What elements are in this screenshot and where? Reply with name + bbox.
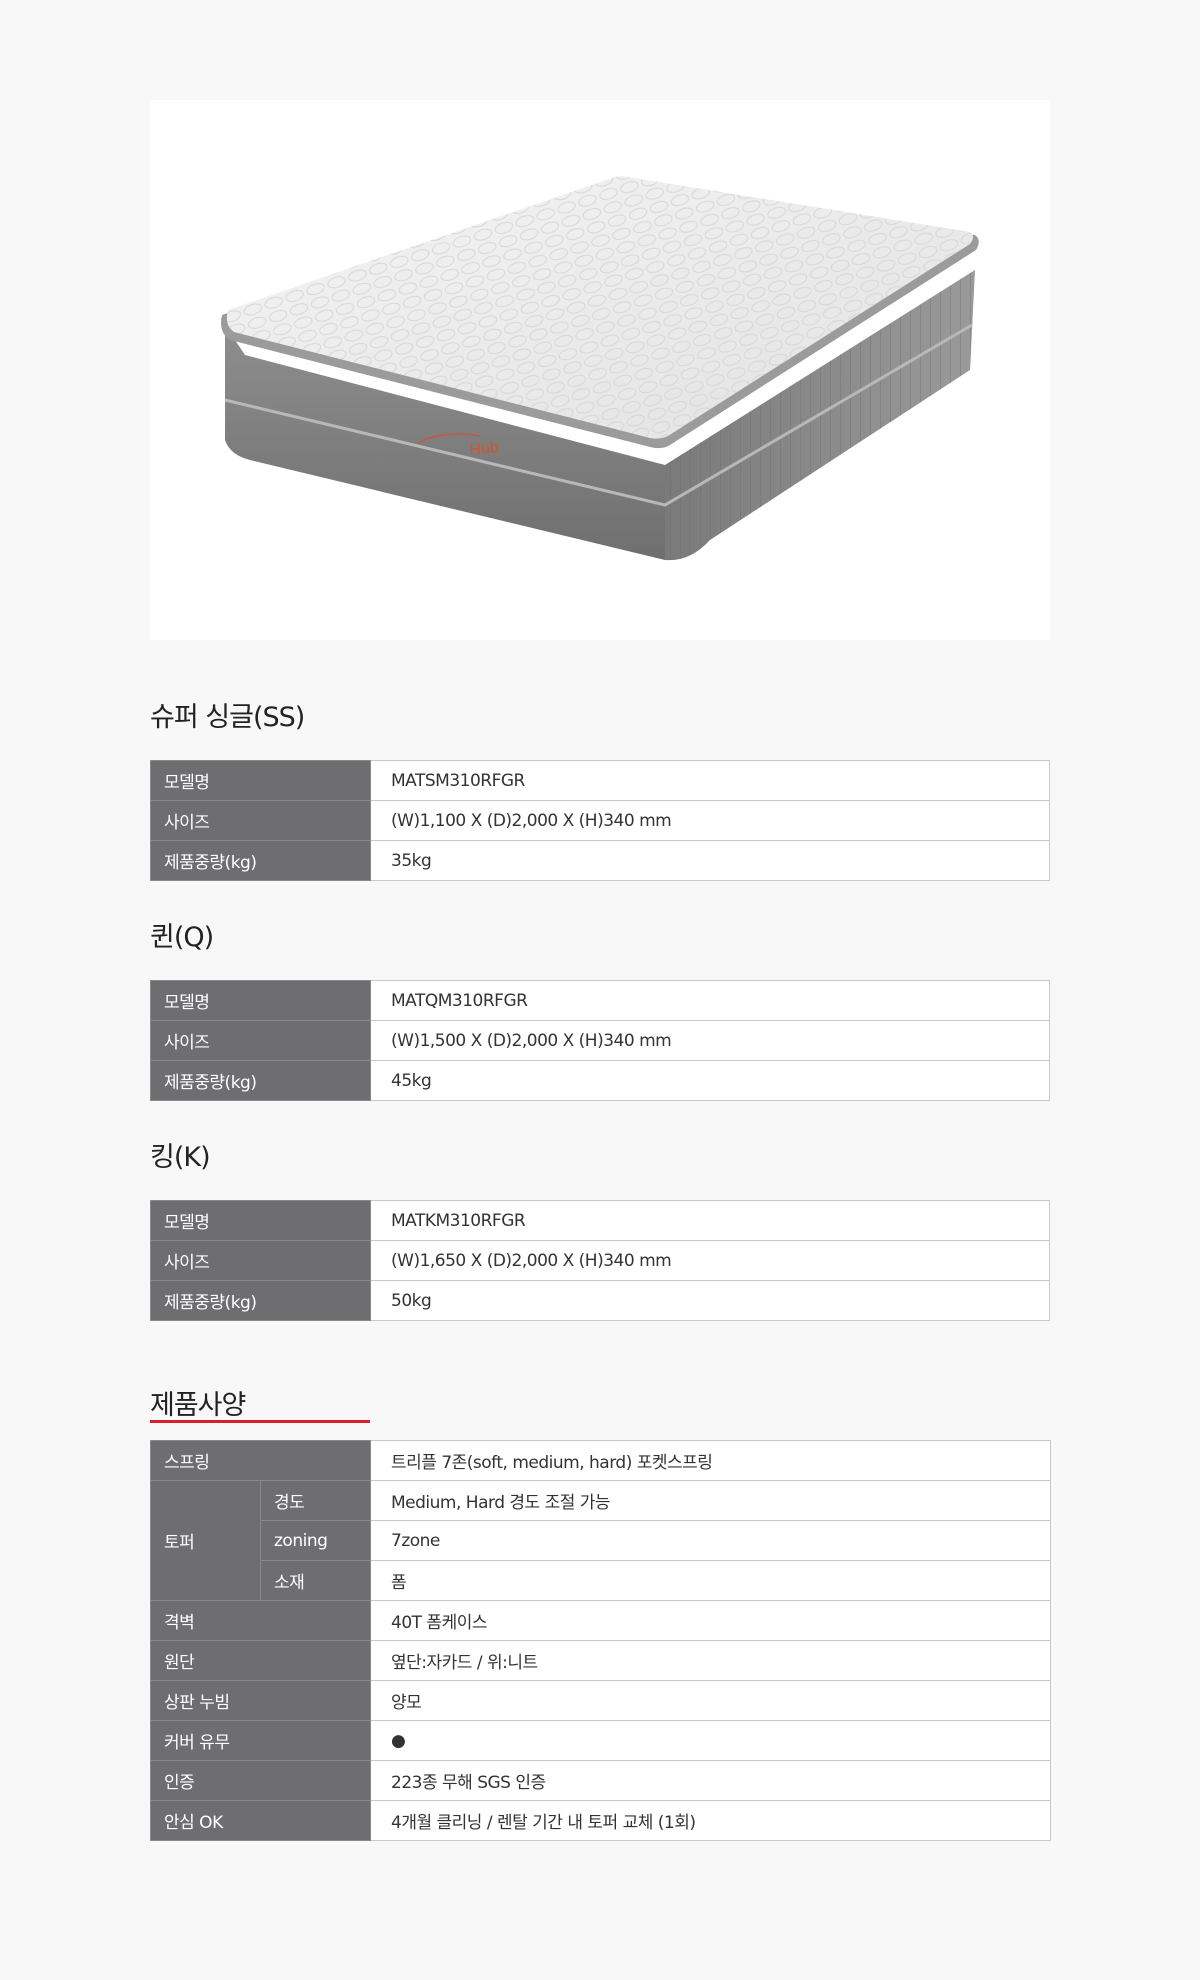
row-value: (W)1,100 X (D)2,000 X (H)340 mm	[370, 800, 1050, 841]
table-row: 격벽 40T 폼케이스	[149, 1600, 1052, 1641]
row-value: 양모	[370, 1680, 1052, 1721]
table-row: 사이즈 (W)1,100 X (D)2,000 X (H)340 mm	[150, 800, 1050, 841]
table-row: 커버 유무 ●	[149, 1720, 1052, 1761]
table-row: 모델명 MATKM310RFGR	[150, 1200, 1050, 1241]
row-label: 모델명	[150, 980, 371, 1021]
size-table-ss: 모델명 MATSM310RFGR 사이즈 (W)1,100 X (D)2,000…	[150, 760, 1050, 881]
row-value: (W)1,650 X (D)2,000 X (H)340 mm	[370, 1240, 1050, 1281]
row-label: 사이즈	[150, 1020, 371, 1061]
row-label: 사이즈	[150, 800, 371, 841]
row-label: 제품중량(kg)	[150, 1280, 371, 1321]
row-value: ●	[370, 1720, 1052, 1761]
table-row: 제품중량(kg) 45kg	[150, 1060, 1050, 1101]
table-row: 사이즈 (W)1,650 X (D)2,000 X (H)340 mm	[150, 1240, 1050, 1281]
row-value: 40T 폼케이스	[370, 1600, 1052, 1641]
table-row: 안심 OK 4개월 클리닝 / 렌탈 기간 내 토퍼 교체 (1회)	[149, 1800, 1052, 1841]
row-label: 상판 누빔	[149, 1680, 372, 1721]
table-row: 토퍼 경도 Medium, Hard 경도 조절 가능	[150, 1480, 1052, 1601]
row-value: 223종 무해 SGS 인증	[370, 1760, 1052, 1801]
row-label: 제품중량(kg)	[150, 840, 371, 881]
size-table-q: 모델명 MATQM310RFGR 사이즈 (W)1,500 X (D)2,000…	[150, 980, 1050, 1101]
row-value: 50kg	[370, 1280, 1050, 1321]
mattress-image: Hub	[150, 100, 1050, 640]
table-row: 인증 223종 무해 SGS 인증	[149, 1760, 1052, 1801]
row-value: MATQM310RFGR	[370, 980, 1050, 1021]
sub-label: zoning	[259, 1520, 372, 1561]
sub-label: 경도	[259, 1480, 372, 1521]
row-label-topper: 토퍼	[150, 1480, 261, 1601]
row-label: 격벽	[149, 1600, 372, 1641]
row-value: 35kg	[370, 840, 1050, 881]
row-label: 스프링	[149, 1440, 372, 1481]
mattress-illustration: Hub	[221, 176, 979, 561]
row-label: 원단	[149, 1640, 372, 1681]
row-value: 7zone	[370, 1520, 1052, 1561]
table-row: 사이즈 (W)1,500 X (D)2,000 X (H)340 mm	[150, 1020, 1050, 1061]
row-label: 안심 OK	[149, 1800, 372, 1841]
table-row: 스프링 트리플 7존(soft, medium, hard) 포켓스프링	[149, 1440, 1052, 1481]
size-title-ss: 슈퍼 싱글(SS)	[150, 702, 305, 733]
row-value: 4개월 클리닝 / 렌탈 기간 내 토퍼 교체 (1회)	[370, 1800, 1052, 1841]
spec-heading: 제품사양	[150, 1390, 246, 1421]
row-value: MATSM310RFGR	[370, 760, 1050, 801]
table-row: 원단 옆단:자카드 / 위:니트	[149, 1640, 1052, 1681]
table-row: 모델명 MATSM310RFGR	[150, 760, 1050, 801]
table-row: 제품중량(kg) 50kg	[150, 1280, 1050, 1321]
table-row: 상판 누빔 양모	[149, 1680, 1052, 1721]
row-value: (W)1,500 X (D)2,000 X (H)340 mm	[370, 1020, 1050, 1061]
row-label: 인증	[149, 1760, 372, 1801]
row-value: 45kg	[370, 1060, 1050, 1101]
row-label: 사이즈	[150, 1240, 371, 1281]
row-value: 폼	[370, 1560, 1052, 1601]
heading-underline	[150, 1420, 370, 1423]
table-row: 소재 폼	[151, 1560, 1052, 1601]
size-table-k: 모델명 MATKM310RFGR 사이즈 (W)1,650 X (D)2,000…	[150, 1200, 1050, 1321]
row-value: MATKM310RFGR	[370, 1200, 1050, 1241]
sub-label: 소재	[259, 1560, 372, 1601]
table-row: 모델명 MATQM310RFGR	[150, 980, 1050, 1021]
size-title-k: 킹(K)	[150, 1142, 211, 1173]
row-value: Medium, Hard 경도 조절 가능	[370, 1480, 1052, 1521]
row-label: 모델명	[150, 760, 371, 801]
table-row: 제품중량(kg) 35kg	[150, 840, 1050, 881]
row-label: 제품중량(kg)	[150, 1060, 371, 1101]
row-label: 모델명	[150, 1200, 371, 1241]
row-label: 커버 유무	[149, 1720, 372, 1761]
logo-text: Hub	[469, 439, 500, 459]
row-value: 트리플 7존(soft, medium, hard) 포켓스프링	[370, 1440, 1052, 1481]
size-title-q: 퀸(Q)	[150, 922, 214, 953]
row-value: 옆단:자카드 / 위:니트	[370, 1640, 1052, 1681]
table-row: zoning 7zone	[151, 1520, 1052, 1561]
spec-table: 스프링 트리플 7존(soft, medium, hard) 포켓스프링 토퍼 …	[149, 1440, 1052, 1841]
